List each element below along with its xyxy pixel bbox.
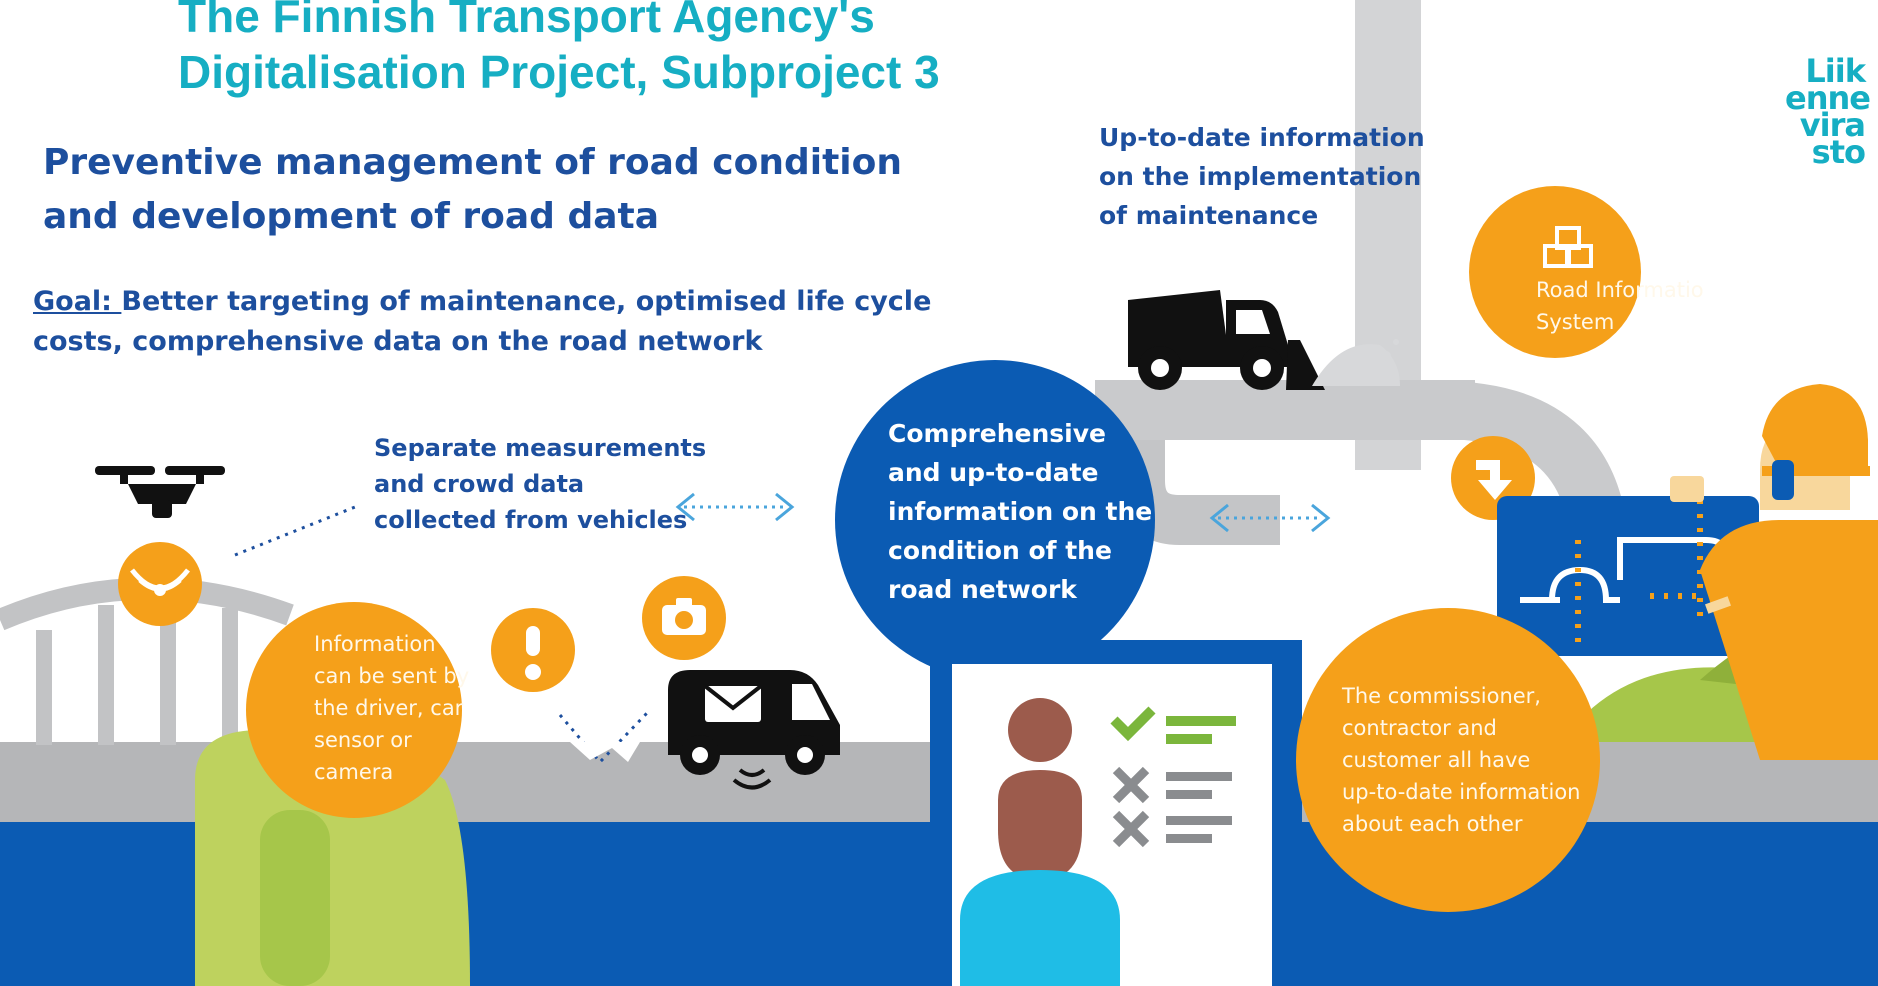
measurements-info-line: collected from vehicles — [374, 506, 688, 534]
worker-icon — [1670, 384, 1878, 760]
maintenance-info-label: Up-to-date information on the implementa… — [1099, 118, 1439, 235]
title-line-2: Digitalisation Project, Subproject 3 — [178, 46, 940, 98]
driver-info-label: Information can be sent by the driver, c… — [314, 628, 484, 788]
road-info-system-circle — [1469, 186, 1641, 358]
stakeholders-info-line: about each other — [1342, 812, 1523, 836]
bridge-pillar — [36, 630, 52, 745]
agency-logo: Liik enne vira sto — [1785, 52, 1871, 171]
measurements-info-label: Separate measurements and crowd data col… — [374, 430, 714, 538]
stakeholders-info-label: The commissioner, contractor and custome… — [1342, 680, 1602, 840]
stakeholders-info-circle — [1296, 608, 1600, 912]
van-icon — [668, 670, 840, 790]
goal-line-2: costs, comprehensive data on the road ne… — [33, 326, 763, 357]
driver-info-line: camera — [314, 760, 394, 784]
driver-info-line: the driver, car — [314, 696, 464, 720]
alert-dot — [525, 664, 541, 680]
goal-line-1: Better targeting of maintenance, optimis… — [121, 286, 932, 317]
logo-line-1: Liik — [1805, 52, 1866, 90]
center-info-line: condition of the — [888, 536, 1112, 565]
road-info-system-label: Road Informatio System — [1536, 274, 1716, 338]
road-info-system-line: System — [1536, 310, 1615, 334]
center-info-line: road network — [888, 575, 1077, 604]
center-info-line: information on the — [888, 497, 1153, 526]
person-icon — [960, 698, 1120, 986]
road-info-system-line: Road Informatio — [1536, 278, 1704, 302]
map-board — [1497, 496, 1759, 656]
checklist-icon — [1110, 706, 1236, 848]
stakeholders-info-line: customer all have — [1342, 748, 1531, 772]
driver-info-line: Information — [314, 632, 436, 656]
truck-icon — [1128, 290, 1400, 390]
pothole-dotted-link — [558, 710, 650, 765]
measurements-info-line: Separate measurements — [374, 434, 707, 462]
logo-line-4: sto — [1811, 133, 1866, 171]
stakeholders-info-line: contractor and — [1342, 716, 1497, 740]
subtitle-line-1: Preventive management of road condition — [43, 142, 902, 183]
center-info-label: Comprehensive and up-to-date information… — [888, 414, 1178, 609]
stakeholders-info-line: The commissioner, — [1342, 684, 1541, 708]
center-info-circle — [835, 360, 1155, 680]
title-line-1: The Finnish Transport Agency's — [178, 0, 875, 42]
measurements-info-line: and crowd data — [374, 470, 585, 498]
camera-lens — [675, 611, 693, 629]
database-icon — [1543, 226, 1593, 268]
center-info-line: and up-to-date — [888, 458, 1099, 487]
maintenance-info-line: on the implementation — [1099, 162, 1422, 191]
center-info-line: Comprehensive — [888, 419, 1107, 448]
map-dots — [1575, 500, 1703, 650]
pothole — [570, 742, 640, 762]
bridge-pillar — [160, 598, 176, 745]
logo-line-3: vira — [1799, 106, 1866, 144]
page-subtitle: Preventive management of road condition … — [43, 136, 943, 244]
stakeholders-info-line: up-to-date information — [1342, 780, 1581, 804]
driver-info-circle — [246, 602, 462, 818]
bridge-pillar — [222, 608, 238, 745]
alert-bar — [526, 626, 540, 656]
drone-dotted-link — [234, 503, 361, 557]
bridge-pillar — [98, 605, 114, 745]
hill-left-trunk — [260, 810, 330, 986]
double-arrow-left — [675, 492, 795, 522]
page-title: The Finnish Transport Agency's Digitalis… — [178, 0, 1178, 100]
goal-label: Goal: — [33, 286, 122, 317]
subtitle-line-2: and development of road data — [43, 196, 660, 237]
driver-info-line: sensor or — [314, 728, 412, 752]
camera-top — [676, 598, 692, 607]
drone-icon — [95, 466, 225, 518]
maintenance-info-line: of maintenance — [1099, 201, 1319, 230]
sign-arrow — [1476, 460, 1512, 500]
road-top — [1095, 380, 1475, 440]
maintenance-info-line: Up-to-date information — [1099, 123, 1425, 152]
driver-info-line: can be sent by — [314, 664, 470, 688]
double-arrow-right — [1209, 503, 1331, 533]
logo-line-2: enne — [1785, 79, 1871, 117]
goal-statement: Goal: Better targeting of maintenance, o… — [33, 282, 963, 362]
signal-dot — [154, 584, 166, 596]
